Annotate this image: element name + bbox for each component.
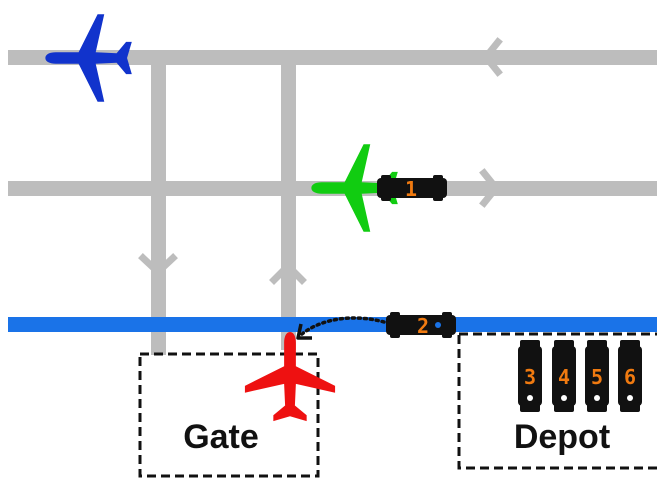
tug-number-5: 5: [591, 365, 603, 389]
parked-tug[interactable]: 6: [618, 340, 642, 412]
arrow-up-icon: [269, 261, 307, 285]
arrow-right-icon: [479, 168, 501, 208]
arrow-down-icon: [138, 253, 178, 277]
tug-1[interactable]: 1: [377, 175, 447, 201]
parked-tugs: 3 4 5 6: [518, 340, 642, 412]
gate-label: Gate: [183, 418, 259, 456]
blue-plane[interactable]: [45, 14, 132, 102]
tug-number-4: 4: [558, 365, 570, 389]
depot-zone-border: [457, 332, 657, 470]
tug-path-dotted: [300, 316, 386, 336]
tug-2[interactable]: 2: [386, 312, 456, 338]
parked-tug[interactable]: 3: [518, 340, 542, 412]
path-arrowhead-icon: [296, 323, 312, 340]
taxiway-right-vertical: [281, 50, 296, 350]
taxiway-left-vertical: [151, 50, 166, 355]
taxiway-top: [8, 50, 657, 65]
tug-number-2: 2: [417, 314, 429, 338]
depot-label: Depot: [514, 418, 610, 456]
tug-number-3: 3: [524, 365, 536, 389]
parked-tug[interactable]: 5: [585, 340, 609, 412]
tug-number-1: 1: [405, 177, 417, 201]
depot-zone[interactable]: Depot: [457, 332, 657, 470]
arrow-left-icon: [481, 37, 503, 77]
taxiway-network: [8, 50, 657, 355]
tug-number-6: 6: [624, 365, 636, 389]
direction-arrows: [138, 37, 503, 285]
service-road: [8, 317, 657, 332]
gate-zone-border: [138, 352, 320, 478]
gate-zone[interactable]: Gate: [138, 352, 320, 478]
red-plane[interactable]: [244, 331, 336, 422]
parked-tug[interactable]: 4: [552, 340, 576, 412]
